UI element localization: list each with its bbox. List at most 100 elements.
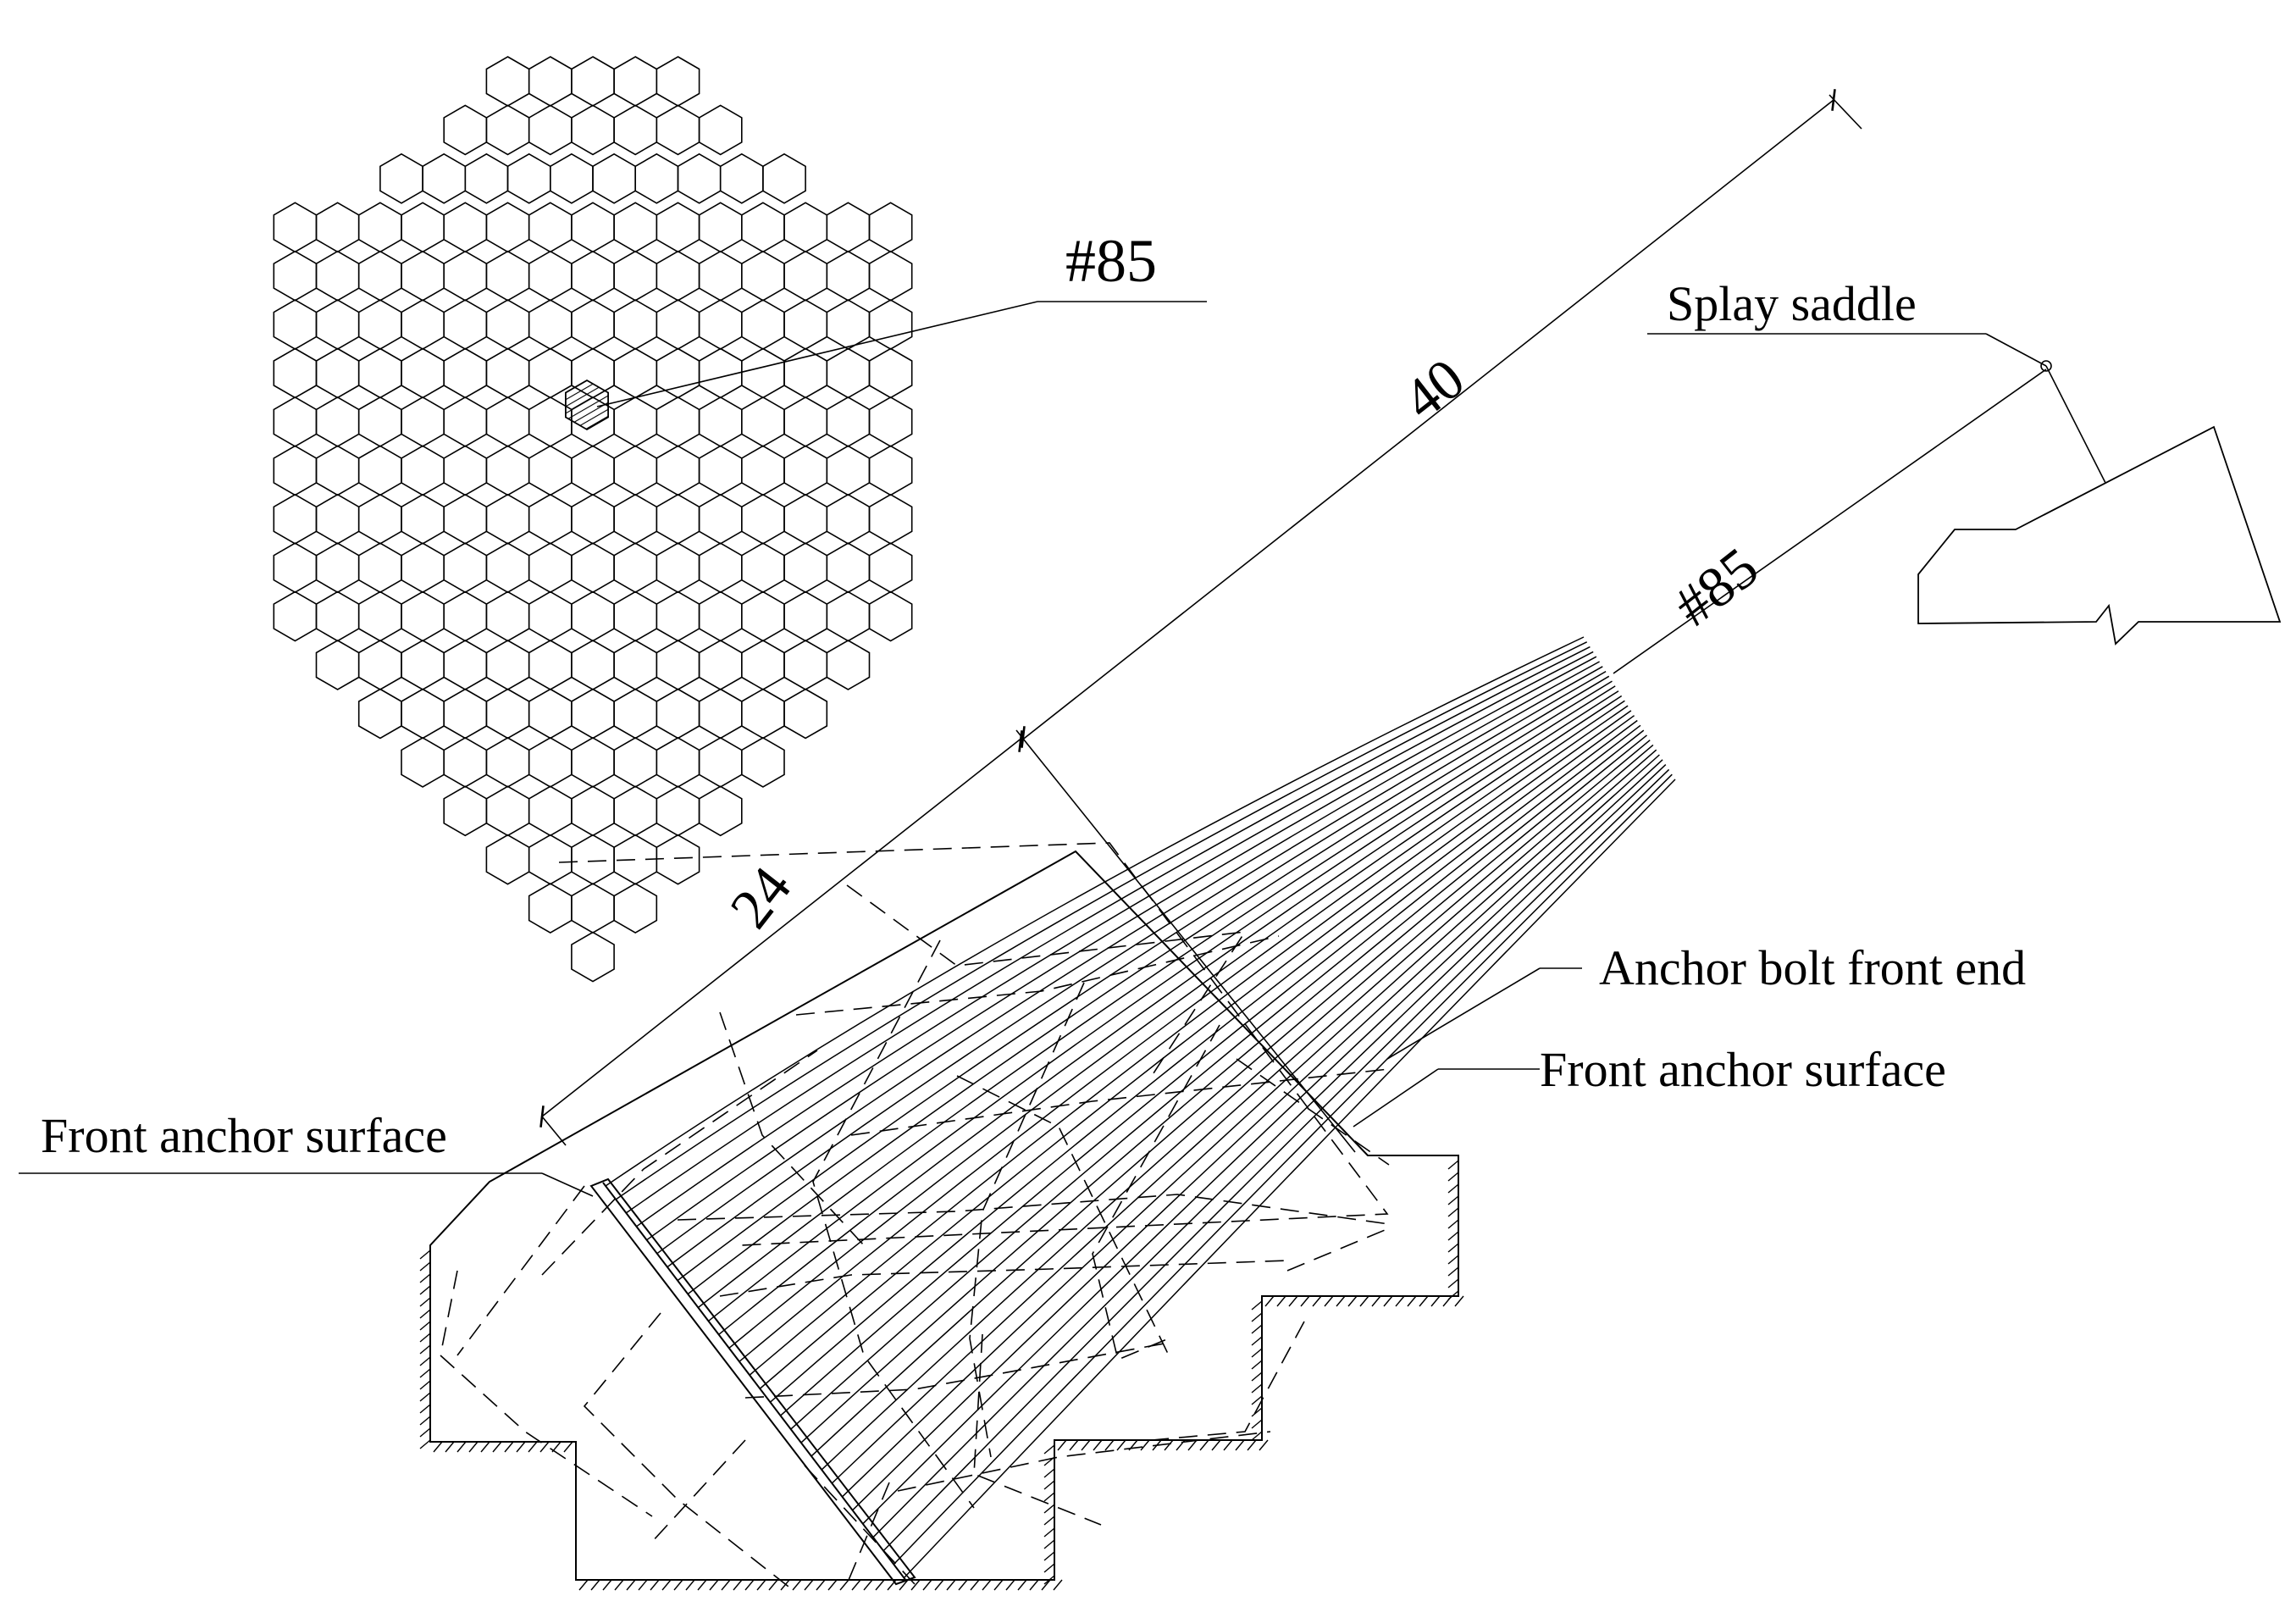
strand-hex (401, 396, 445, 447)
hatch-tick (1176, 1439, 1186, 1451)
hatch-tick (1053, 1579, 1063, 1591)
splay-saddle-label: Splay saddle (1667, 276, 1917, 331)
strand-hex (485, 104, 530, 156)
strand-hex (826, 445, 871, 496)
strand-hex (273, 590, 318, 642)
strand-line (872, 764, 1667, 1538)
strand-hex (613, 590, 658, 642)
hatch-tick (1447, 1231, 1459, 1241)
strand-line (677, 670, 1607, 1282)
strand-hex (698, 299, 743, 351)
hatch-tick (875, 1579, 885, 1591)
strand-hex (315, 347, 360, 399)
hatch-tick (1419, 1295, 1429, 1307)
strand-hex (443, 445, 488, 496)
hatch-tick (1251, 1419, 1263, 1429)
hatch-tick (851, 1579, 861, 1591)
strand-hex (506, 152, 551, 204)
strand-hex (571, 299, 615, 351)
strand-hex (485, 834, 530, 885)
hatch-tick (1043, 1504, 1055, 1514)
strand-hex (698, 202, 743, 253)
strand-hex (698, 493, 743, 545)
strand-hex (443, 493, 488, 545)
strand-hex (357, 542, 402, 594)
hatch-tick (419, 1333, 431, 1343)
hatch-tick (733, 1579, 743, 1591)
strand-hex (656, 590, 700, 642)
strand-hex (273, 542, 318, 594)
strand-hex (485, 202, 530, 253)
strand-hex (485, 445, 530, 496)
anchor-block-outline (429, 850, 1459, 1581)
strand-hex (740, 640, 785, 690)
splay-saddle-body (1917, 425, 2282, 646)
strand-hex (571, 56, 615, 107)
section-strand-label: #85 (1065, 227, 1157, 295)
strand-line (625, 646, 1591, 1214)
strand-line (605, 636, 1585, 1187)
hatch-tick (1199, 1439, 1209, 1451)
hatch-tick (1454, 1295, 1464, 1307)
strand-hex (719, 152, 764, 204)
hatch-tick (685, 1579, 695, 1591)
cable-strand-label: #85 (1662, 535, 1769, 639)
hatch-tick (1093, 1439, 1103, 1451)
hatch-tick (433, 1441, 443, 1453)
hatch-tick (1043, 1492, 1055, 1502)
strand-hex (826, 202, 871, 253)
hatch-tick (419, 1416, 431, 1426)
strand-hex (783, 347, 828, 399)
strand-hex (273, 202, 318, 253)
strand-hex (528, 493, 573, 545)
hatch-tick (1247, 1439, 1257, 1451)
strand-hex (401, 640, 445, 690)
strand-hex (698, 640, 743, 690)
dimension-line-total (1018, 89, 1862, 752)
strand-hex (357, 493, 402, 545)
hatch-tick (804, 1579, 814, 1591)
strand-hex (783, 250, 828, 302)
hatch-tick (1043, 1456, 1055, 1466)
strand-hex (379, 152, 423, 204)
hatch-tick (1312, 1295, 1322, 1307)
strand-hex (698, 445, 743, 496)
hatch-tick (661, 1579, 672, 1591)
hatch-tick (445, 1441, 455, 1453)
anchor-plate (589, 1177, 916, 1586)
hatch-tick (768, 1579, 778, 1591)
hatch-tick (899, 1579, 909, 1591)
strand-hex (485, 299, 530, 351)
hatch-tick (709, 1579, 719, 1591)
hatch-tick (1029, 1579, 1039, 1591)
hatch-tick (1140, 1439, 1150, 1451)
strand-hex (613, 396, 658, 447)
strand-hex (273, 299, 318, 351)
hatch-tick (1251, 1312, 1263, 1322)
hatch-tick (946, 1579, 956, 1591)
strand-hex (656, 493, 700, 545)
strand-hex (783, 445, 828, 496)
hatch-tick (1359, 1295, 1369, 1307)
strand-hex (357, 299, 402, 351)
strand-hex (868, 542, 913, 594)
strand-hex (315, 396, 360, 447)
strand-hex (528, 834, 573, 885)
strand-hex (315, 493, 360, 545)
strand-hex (783, 640, 828, 690)
strand-hex (826, 396, 871, 447)
strand-line (770, 715, 1635, 1403)
strand-hex (357, 590, 402, 642)
strand-hex (868, 347, 913, 399)
strand-hex (443, 202, 488, 253)
hatch-tick (1223, 1439, 1233, 1451)
hatch-tick (1116, 1439, 1126, 1451)
strand-hex (571, 250, 615, 302)
hatch-tick (970, 1579, 980, 1591)
hatch-tick (1447, 1172, 1459, 1182)
hatch-tick (602, 1579, 612, 1591)
strand-hex (613, 445, 658, 496)
hatch-tick (468, 1441, 479, 1453)
hatch-tick (993, 1579, 1004, 1591)
